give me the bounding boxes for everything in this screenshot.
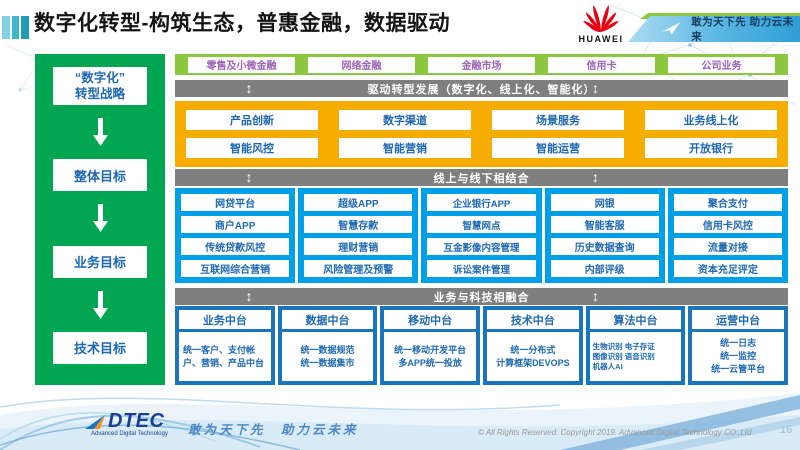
- channel-item: 聚合支付: [673, 194, 782, 211]
- banner-label: 线上与线下相结合: [433, 172, 530, 185]
- business-line: 金融市场: [428, 56, 535, 73]
- updown-arrow-icon: ↕: [591, 80, 600, 96]
- footer-slogan: 敢为天下先 助力云未来: [188, 423, 359, 437]
- platform-content: 生物识别 电子存证 图像识别 语音识别 机器人AI: [589, 332, 682, 381]
- capability-item: 产品创新: [186, 110, 318, 130]
- adtec-arrow-icon: [85, 415, 105, 429]
- platform-title: 技术中台: [486, 310, 579, 329]
- capability-item: 智能运营: [492, 138, 624, 158]
- platform-column-mobile: 移动中台 统一移动开发平台 多APP统一投放: [380, 306, 480, 385]
- banner-business-tech: ↕ 业务与科技相融合 ↕: [175, 288, 788, 305]
- updown-arrow-icon: ↕: [245, 288, 254, 304]
- down-arrow-icon: [92, 105, 108, 159]
- down-arrow-icon: [92, 191, 108, 245]
- platform-content: 统一分布式 计算框架DEVOPS: [486, 332, 579, 381]
- capability-item: 场景服务: [492, 110, 624, 130]
- platform-content: 统一移动开发平台 多APP统一投放: [384, 332, 476, 381]
- business-line: 公司业务: [668, 56, 775, 73]
- platform-band: 业务中台 统一客户、支付帐户、营销、产品中台 数据中台 统一数据规范 统一数据集…: [175, 306, 788, 385]
- platform-title: 移动中台: [384, 310, 476, 329]
- channel-item: 传统贷款风控: [181, 238, 290, 255]
- copyright-text: © All Rights Reserved. Copyright 2019. A…: [478, 428, 752, 437]
- channel-item: 网贷平台: [181, 194, 290, 211]
- channel-item: 资本充足评定: [673, 260, 782, 277]
- channel-item: 理财营销: [304, 238, 413, 255]
- paper-plane-icon: [662, 21, 681, 35]
- channel-item: 流量对接: [673, 238, 782, 255]
- banner-label: 驱动转型发展（数字化、线上化、智能化）: [367, 83, 596, 96]
- banner-label: 业务与科技相融合: [433, 291, 530, 304]
- strategy-item-overall-goal: 整体目标: [53, 159, 147, 192]
- capability-item: 开放银行: [645, 138, 777, 158]
- business-lines-band: 零售及小微金融 网络金融 金融市场 信用卡 公司业务: [175, 54, 788, 75]
- channel-item: 智慧网点: [427, 216, 536, 233]
- business-line: 零售及小微金融: [188, 56, 295, 73]
- platform-title: 业务中台: [179, 310, 271, 329]
- platform-title: 运营中台: [692, 310, 784, 329]
- down-arrow-icon: [92, 278, 108, 332]
- top-right-banner: 敢为天下先 助力云未来: [628, 16, 800, 42]
- updown-arrow-icon: ↕: [591, 288, 600, 304]
- strategy-item-business-goal: 业务目标: [53, 245, 147, 278]
- banner-online-offline: ↕ 线上与线下相结合 ↕: [175, 169, 788, 186]
- platform-column-algorithm: 算法中台 生物识别 电子存证 图像识别 语音识别 机器人AI: [585, 306, 686, 385]
- page-title: 数字化转型-构筑生态，普惠金融，数据驱动: [34, 12, 450, 35]
- updown-arrow-icon: ↕: [245, 169, 254, 185]
- strategy-item-tech-goal: 技术目标: [53, 331, 147, 364]
- title-ornament: [2, 16, 30, 39]
- platform-title: 算法中台: [589, 310, 682, 329]
- channel-item: 超级APP: [304, 194, 413, 211]
- huawei-flower-icon: [583, 5, 619, 33]
- channel-item: 商户APP: [181, 216, 290, 233]
- page-number: 16: [780, 424, 793, 436]
- platform-column-tech: 技术中台 统一分布式 计算框架DEVOPS: [482, 306, 583, 385]
- business-line: 信用卡: [548, 56, 655, 73]
- platform-content: 统一日志 统一监控 统一云管平台: [692, 332, 784, 381]
- business-line: 网络金融: [308, 56, 415, 73]
- updown-arrow-icon: ↕: [245, 80, 254, 96]
- adtec-logo: DTEC Advanced Digital Technology: [85, 410, 168, 437]
- channel-column: 聚合支付 信用卡风控 流量对接 资本充足评定: [667, 188, 788, 283]
- capability-item: 智能风控: [186, 138, 318, 158]
- huawei-wordmark: HUAWEI: [578, 34, 624, 44]
- channel-item: 智慧存款: [304, 216, 413, 233]
- adtec-wordmark: DTEC: [108, 410, 165, 432]
- adtec-subtext: Advanced Digital Technology: [91, 431, 168, 437]
- strategy-item-digital-transformation: “数字化” 转型战略: [53, 67, 147, 105]
- capability-item: 业务线上化: [645, 110, 777, 130]
- platform-content: 统一数据规范 统一数据集市: [281, 332, 374, 381]
- channel-item: 互金影像内容管理: [427, 238, 536, 255]
- banner-slogan: 敢为天下先 助力云未来: [691, 16, 794, 43]
- updown-arrow-icon: ↕: [591, 169, 600, 185]
- platform-content: 统一客户、支付帐户、营销、产品中台: [179, 332, 271, 381]
- channel-column: 企业银行APP 智慧网点 互金影像内容管理 诉讼案件管理: [421, 188, 542, 283]
- channel-item: 诉讼案件管理: [427, 260, 536, 277]
- capability-item: 智能营销: [339, 138, 471, 158]
- channel-item: 互联网综合营销: [181, 260, 290, 277]
- platform-column-operation: 运营中台 统一日志 统一监控 统一云管平台: [688, 306, 788, 385]
- channel-column: 网银 智能客服 历史数据查询 内部评级: [544, 188, 665, 283]
- platform-title: 数据中台: [281, 310, 374, 329]
- channel-column: 超级APP 智慧存款 理财营销 风险管理及预警: [298, 188, 419, 283]
- channel-item: 网银: [550, 194, 659, 211]
- channel-item: 历史数据查询: [550, 238, 659, 255]
- channel-item: 信用卡风控: [673, 216, 782, 233]
- platform-column-business: 业务中台 统一客户、支付帐户、营销、产品中台: [175, 306, 275, 385]
- strategy-panel: “数字化” 转型战略 整体目标 业务目标 技术目标: [35, 54, 165, 385]
- channel-item: 内部评级: [550, 260, 659, 277]
- channel-item: 智能客服: [550, 216, 659, 233]
- huawei-logo: HUAWEI: [572, 3, 630, 44]
- channel-item: 风险管理及预警: [304, 260, 413, 277]
- channel-item: 企业银行APP: [427, 194, 536, 211]
- capability-item: 数字渠道: [339, 110, 471, 130]
- channel-band: 网贷平台 商户APP 传统贷款风控 互联网综合营销 超级APP 智慧存款 理财营…: [175, 188, 788, 283]
- channel-column: 网贷平台 商户APP 传统贷款风控 互联网综合营销: [175, 188, 296, 283]
- banner-drive-transformation: ↕ 驱动转型发展（数字化、线上化、智能化） ↕: [175, 80, 788, 97]
- capability-band: 产品创新 数字渠道 场景服务 业务线上化 智能风控 智能营销 智能运营 开放银行: [175, 101, 788, 167]
- platform-column-data: 数据中台 统一数据规范 统一数据集市: [277, 306, 378, 385]
